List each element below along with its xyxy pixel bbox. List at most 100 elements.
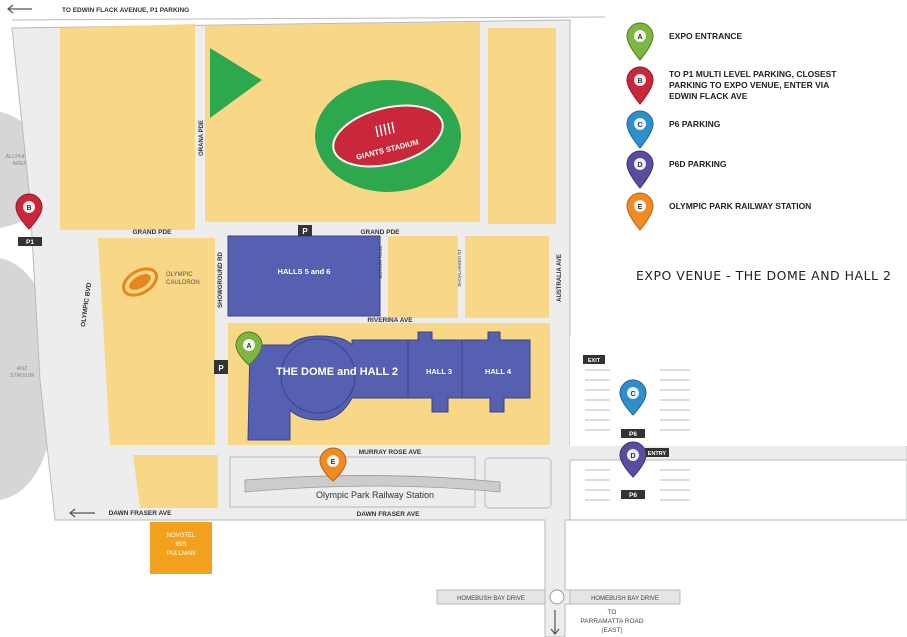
direction-east-1: TO xyxy=(608,609,617,616)
pin-b-letter: B xyxy=(26,205,31,212)
venue-title: EXPO VENUE - THE DOME AND HALL 2 xyxy=(636,268,892,283)
legend-pin-c-icon: C xyxy=(626,110,654,149)
street-homebush-right: HOMEBUSH BAY DRIVE xyxy=(591,596,659,602)
entry-sign xyxy=(645,448,669,457)
novotel-label-1: NOVOTEL xyxy=(167,533,196,539)
p-sign-showground xyxy=(214,360,228,374)
olympic-cauldron-label-2: CAULDRON xyxy=(166,280,200,286)
legend-item-c: C P6 PARKING xyxy=(625,110,905,150)
p6-sign-b-label: P6 xyxy=(629,492,637,499)
legend-item-d: D P6D PARKING xyxy=(625,150,905,190)
olympic-cauldron-label-1: OLYMPIC xyxy=(166,272,193,278)
p6-sign-a-label: P6 xyxy=(629,431,637,438)
novotel-block xyxy=(150,522,212,574)
giants-stadium-inner xyxy=(332,104,444,168)
street-murray-rose-ave: MURRAY ROSE AVE xyxy=(359,449,422,456)
p6-sign-b xyxy=(621,490,645,499)
halls-5-6 xyxy=(227,235,381,317)
direction-top-left: TO EDWIN FLACK AVENUE, P1 PARKING xyxy=(62,7,189,14)
arrow-down-icon xyxy=(550,610,560,635)
olympic-cauldron-core xyxy=(129,274,151,290)
legend-pin-d-letter: D xyxy=(637,162,642,169)
pin-e-icon[interactable]: E xyxy=(319,447,347,482)
top-road-line xyxy=(11,16,606,21)
legend-pin-d-icon: D xyxy=(626,150,654,189)
street-dawn-fraser-right: DAWN FRASER AVE xyxy=(357,511,421,518)
p1-sign xyxy=(18,237,42,246)
street-showground-rd: SHOWGROUND RD xyxy=(218,252,224,308)
street-grand-pde-right: GRAND PDE xyxy=(360,229,400,236)
parking-stripes xyxy=(585,369,690,501)
street-homebush-left: HOMEBUSH BAY DRIVE xyxy=(457,596,525,602)
legend-pin-a-letter: A xyxy=(637,34,642,41)
arrow-top-left-icon xyxy=(7,4,32,14)
allphones-arena-label-1: ALLPHONES xyxy=(5,154,38,160)
allphones-arena-label-2: ARENA xyxy=(13,161,32,167)
dome-hall-2-label: THE DOME and HALL 2 xyxy=(276,366,398,378)
novotel-label-2: IBIS xyxy=(175,542,186,548)
legend-text-a: EXPO ENTRANCE xyxy=(669,31,743,41)
pin-b-icon[interactable]: B xyxy=(15,193,43,230)
pin-a-letter: A xyxy=(246,343,251,350)
green-triangle xyxy=(210,48,262,118)
olympic-cauldron-icon xyxy=(121,267,159,297)
arrow-dawn-fraser-icon xyxy=(69,508,95,518)
direction-east-3: (EAST) xyxy=(601,627,622,634)
stadium-goalposts xyxy=(375,121,395,138)
roundabout xyxy=(549,589,565,605)
railway-station-label: Olympic Park Railway Station xyxy=(316,490,434,500)
exit-sign-label: EXIT xyxy=(588,358,601,364)
block-mid-2 xyxy=(465,236,549,318)
p-sign-grand xyxy=(298,225,312,236)
block-mid-1 xyxy=(388,236,458,318)
parking-lot-p6-lower xyxy=(569,459,907,521)
legend-pin-b-letter: B xyxy=(637,78,642,85)
legend-pin-c-letter: C xyxy=(637,122,642,129)
legend-pin-b-icon: B xyxy=(626,66,654,105)
block-stadium xyxy=(60,24,195,230)
dome-circle xyxy=(280,338,356,414)
street-dawn-fraser-left: DAWN FRASER AVE xyxy=(109,510,173,517)
homebush-sign-right xyxy=(569,589,681,605)
legend-item-e: E OLYMPIC PARK RAILWAY STATION xyxy=(625,192,905,232)
pin-c-icon[interactable]: C xyxy=(619,379,647,416)
pin-d-letter: D xyxy=(630,453,635,460)
block-lower-left xyxy=(133,455,218,508)
anz-stadium-label-1: ANZ xyxy=(17,366,29,372)
legend-item-b: B TO P1 MULTI LEVEL PARKING, CLOSEST PAR… xyxy=(625,66,905,106)
exit-sign xyxy=(583,355,605,364)
street-orana-pde: ORANA PDE xyxy=(199,120,205,156)
pin-a-icon[interactable]: A xyxy=(235,325,275,366)
street-murray-small: MURRAY ROSE xyxy=(378,245,383,278)
p1-sign-label: P1 xyxy=(26,239,34,246)
legend-pin-a-icon: A xyxy=(626,22,654,61)
pin-d-icon[interactable]: D xyxy=(619,441,647,478)
anz-stadium-label-2: STADIUM xyxy=(10,373,35,379)
street-shoalhaven: SHOALHAVEN ST xyxy=(457,249,462,287)
legend-pin-e-icon: E xyxy=(626,192,654,231)
block-top-right xyxy=(488,28,556,224)
legend-text-e: OLYMPIC PARK RAILWAY STATION xyxy=(669,201,812,211)
homebush-sign-left xyxy=(436,589,546,605)
pin-c-letter: C xyxy=(630,391,635,398)
legend-text-c: P6 PARKING xyxy=(669,119,721,129)
entry-sign-label: ENTRY xyxy=(648,451,667,457)
p-sign-grand-label: P xyxy=(302,227,308,236)
pin-e-letter: E xyxy=(331,459,336,466)
direction-east-2: PARRAMATTA ROAD xyxy=(580,618,644,625)
p-sign-showground-label: P xyxy=(218,364,224,373)
legend-text-d: P6D PARKING xyxy=(669,159,727,169)
legend-item-a: A EXPO ENTRANCE xyxy=(625,22,905,62)
hall-3-label: HALL 3 xyxy=(426,367,452,376)
hall-4 xyxy=(461,331,531,413)
street-riverina-ave: RIVERINA AVE xyxy=(367,317,413,324)
legend-pin-e-letter: E xyxy=(638,204,643,211)
block-cauldron xyxy=(98,238,215,445)
street-australia-ave: AUSTRALIA AVE xyxy=(557,254,563,302)
novotel-label-3: PULLMAN xyxy=(167,551,195,557)
hall-4-label: HALL 4 xyxy=(485,367,512,376)
legend-text-b: TO P1 MULTI LEVEL PARKING, CLOSEST PARKI… xyxy=(669,69,837,101)
street-grand-pde-left: GRAND PDE xyxy=(132,229,172,236)
p6-sign-a xyxy=(621,429,645,438)
